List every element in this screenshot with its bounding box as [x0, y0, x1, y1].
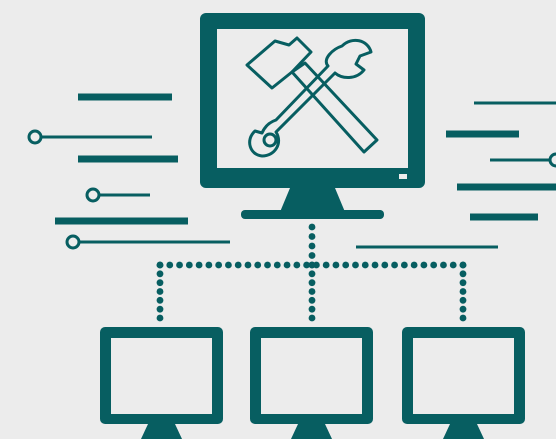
connector-dot [156, 305, 164, 313]
connector-dot [449, 261, 457, 269]
connector-dot [410, 261, 418, 269]
wrench-ring [262, 132, 278, 148]
client-monitor-icon [100, 327, 223, 439]
connector-dot [308, 233, 316, 240]
monitor-screen [413, 338, 514, 414]
connector-dot [308, 242, 316, 250]
connector-dot [332, 261, 340, 269]
connector-dot [308, 223, 316, 231]
monitor-neck [280, 188, 345, 212]
monitor-screen [217, 29, 408, 168]
connector-dot [264, 261, 271, 269]
connector-dot [391, 261, 398, 269]
network-connector-icon [156, 223, 467, 322]
monitor-neck [141, 424, 182, 439]
connector-dot [303, 261, 311, 269]
connector-dot [400, 261, 408, 269]
connector-dot [205, 261, 213, 269]
monitor-screen [111, 338, 212, 414]
connector-dot [371, 261, 379, 269]
node-dot-icon [85, 187, 101, 203]
left-speed-lines [27, 93, 230, 250]
connector-dot [459, 305, 467, 313]
client-monitor-icon [402, 327, 525, 439]
connector-dot [361, 261, 369, 269]
connector-dot [459, 270, 467, 278]
client-monitor-icon [250, 327, 373, 439]
connector-dot [420, 261, 428, 269]
node-dot-icon [27, 129, 43, 145]
hammer-wrench-icon [245, 36, 379, 158]
connector-dot [308, 314, 316, 322]
connector-dot [185, 261, 193, 269]
connector-dot [308, 279, 316, 287]
connector-dot [195, 261, 203, 269]
connector-dot [293, 261, 301, 269]
connector-dot [440, 261, 447, 269]
connector-dot [459, 261, 467, 269]
node-dot-icon [548, 152, 556, 168]
hammer-head [245, 36, 313, 90]
connector-dot [459, 296, 467, 304]
connector-dot [322, 261, 330, 269]
connector-dot [234, 261, 242, 269]
connector-dot [254, 261, 262, 269]
connector-dot [273, 261, 281, 269]
connector-dot [381, 261, 389, 269]
connector-dot [308, 261, 316, 269]
monitor-neck [291, 424, 332, 439]
power-light [399, 174, 407, 179]
connector-dot [308, 270, 316, 278]
connector-dot [459, 314, 467, 322]
monitor-base [241, 210, 384, 219]
connector-dot [156, 288, 164, 295]
wrench [248, 38, 373, 158]
connector-dot [308, 296, 316, 304]
connector-dot [283, 261, 291, 269]
connector-dot [156, 314, 164, 322]
connector-dot [225, 261, 232, 269]
hammer-handle [290, 61, 379, 154]
connector-dot [352, 261, 359, 269]
connector-dot [308, 288, 316, 295]
connector-dot [166, 261, 174, 269]
right-speed-lines [356, 101, 556, 249]
connector-dot [342, 261, 350, 269]
connector-dot [459, 288, 467, 295]
node-dot-icon [65, 234, 81, 250]
connector-dot [308, 305, 316, 313]
connector-dot [244, 261, 252, 269]
connector-dot [308, 252, 316, 259]
connector-dot [156, 270, 164, 278]
connector-dot [176, 261, 183, 269]
connector-dot [459, 279, 467, 287]
connector-dot [215, 261, 223, 269]
monitor-neck [443, 424, 484, 439]
connector-dot [430, 261, 438, 269]
connector-dot [156, 296, 164, 304]
connector-dot [156, 261, 164, 269]
connector-dot [156, 279, 164, 287]
monitor-screen [261, 338, 362, 414]
